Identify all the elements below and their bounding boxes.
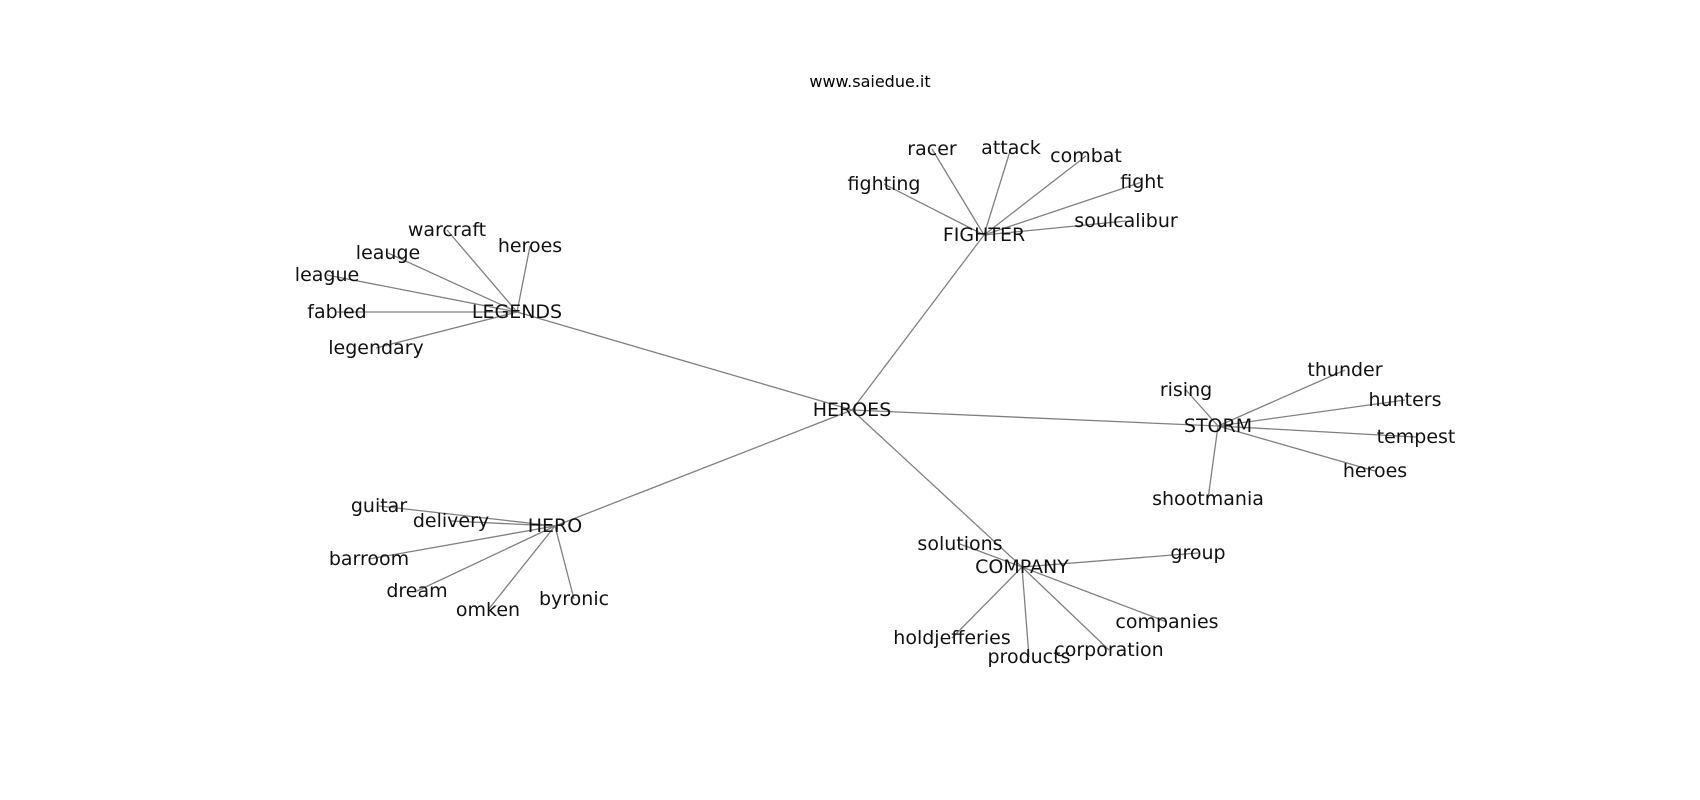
site-title: www.saiedue.it bbox=[809, 72, 930, 91]
leaf-node-label: heroes bbox=[498, 235, 562, 257]
leaf-node-label: products bbox=[988, 646, 1071, 668]
leaf-node-label: fighting bbox=[848, 173, 921, 195]
leaf-node-label: delivery bbox=[413, 510, 489, 532]
edge-fighter-attack bbox=[983, 147, 1012, 236]
leaf-node-label: racer bbox=[907, 138, 957, 160]
edges bbox=[326, 147, 1417, 658]
edge-company-group bbox=[1021, 552, 1199, 568]
edge-storm-hunters bbox=[1217, 399, 1406, 427]
edge-legends-league bbox=[326, 274, 518, 313]
leaf-node-label: rising bbox=[1160, 379, 1212, 401]
edge-root-legends bbox=[516, 311, 853, 411]
edge-hero-dream bbox=[416, 525, 556, 592]
edge-storm-rising bbox=[1185, 389, 1219, 427]
edge-fighter-racer bbox=[931, 148, 985, 236]
leaf-node-label: byronic bbox=[539, 588, 609, 610]
edge-company-products bbox=[1021, 566, 1030, 658]
edge-company-holdjefferies bbox=[951, 566, 1023, 639]
edge-legends-heroes bbox=[516, 245, 531, 313]
hub-node-label: LEGENDS bbox=[472, 301, 562, 323]
edge-storm-heroes bbox=[1217, 425, 1376, 472]
edge-fighter-combat bbox=[983, 155, 1087, 236]
leaf-node-label: group bbox=[1170, 542, 1225, 564]
edge-hero-guitar bbox=[378, 505, 556, 527]
hub-node-label: COMPANY bbox=[975, 556, 1069, 578]
edge-storm-tempest bbox=[1217, 425, 1417, 438]
leaf-node-label: leauge bbox=[356, 242, 420, 264]
leaf-node-label: legendary bbox=[328, 337, 424, 359]
leaf-node-label: fight bbox=[1120, 171, 1164, 193]
edge-hero-delivery bbox=[450, 520, 556, 527]
leaf-node-label: thunder bbox=[1307, 359, 1382, 381]
edge-hero-omken bbox=[487, 525, 556, 611]
leaf-node-label: soulcalibur bbox=[1074, 210, 1178, 232]
edge-company-companies bbox=[1021, 566, 1168, 623]
edge-root-fighter bbox=[851, 234, 985, 411]
leaf-node-label: corporation bbox=[1054, 639, 1163, 661]
leaf-node-label: holdjefferies bbox=[893, 627, 1010, 649]
leaf-node-label: shootmania bbox=[1152, 488, 1264, 510]
hub-node-label: HERO bbox=[528, 515, 582, 537]
leaf-node-label: dream bbox=[386, 580, 447, 602]
edge-company-corporation bbox=[1021, 566, 1110, 651]
edge-legends-leauge bbox=[387, 252, 518, 313]
leaf-node-label: league bbox=[295, 264, 359, 286]
edge-storm-thunder bbox=[1217, 369, 1346, 427]
edge-storm-shootmania bbox=[1207, 425, 1219, 500]
edge-fighter-fighting bbox=[883, 183, 985, 236]
leaf-node-label: companies bbox=[1115, 611, 1218, 633]
edge-root-company bbox=[851, 409, 1023, 568]
leaf-node-label: warcraft bbox=[408, 219, 486, 241]
leaf-node-label: solutions bbox=[917, 533, 1002, 555]
edge-root-hero bbox=[554, 409, 853, 527]
leaf-node-label: barroom bbox=[329, 548, 409, 570]
edge-root-storm bbox=[851, 409, 1219, 427]
leaf-node-label: tempest bbox=[1377, 426, 1456, 448]
edge-fighter-fight bbox=[983, 181, 1143, 236]
leaf-node-label: hunters bbox=[1369, 389, 1442, 411]
edge-hero-barroom bbox=[368, 525, 556, 560]
hub-node-label: STORM bbox=[1184, 415, 1252, 437]
edge-company-solutions bbox=[959, 543, 1023, 568]
leaf-node-label: fabled bbox=[307, 301, 366, 323]
edge-legends-warcraft bbox=[446, 229, 518, 313]
leaf-node-label: combat bbox=[1050, 145, 1122, 167]
leaf-node-label: guitar bbox=[351, 495, 407, 517]
edge-fighter-soulcalibur bbox=[983, 220, 1127, 236]
leaf-node-label: omken bbox=[456, 599, 520, 621]
edge-hero-byronic bbox=[554, 525, 575, 600]
edge-legends-legendary bbox=[375, 311, 518, 349]
leaf-node-label: heroes bbox=[1343, 460, 1407, 482]
hub-node-label: FIGHTER bbox=[943, 224, 1025, 246]
leaf-node-label: attack bbox=[981, 137, 1041, 159]
root-node-label: HEROES bbox=[813, 399, 892, 421]
